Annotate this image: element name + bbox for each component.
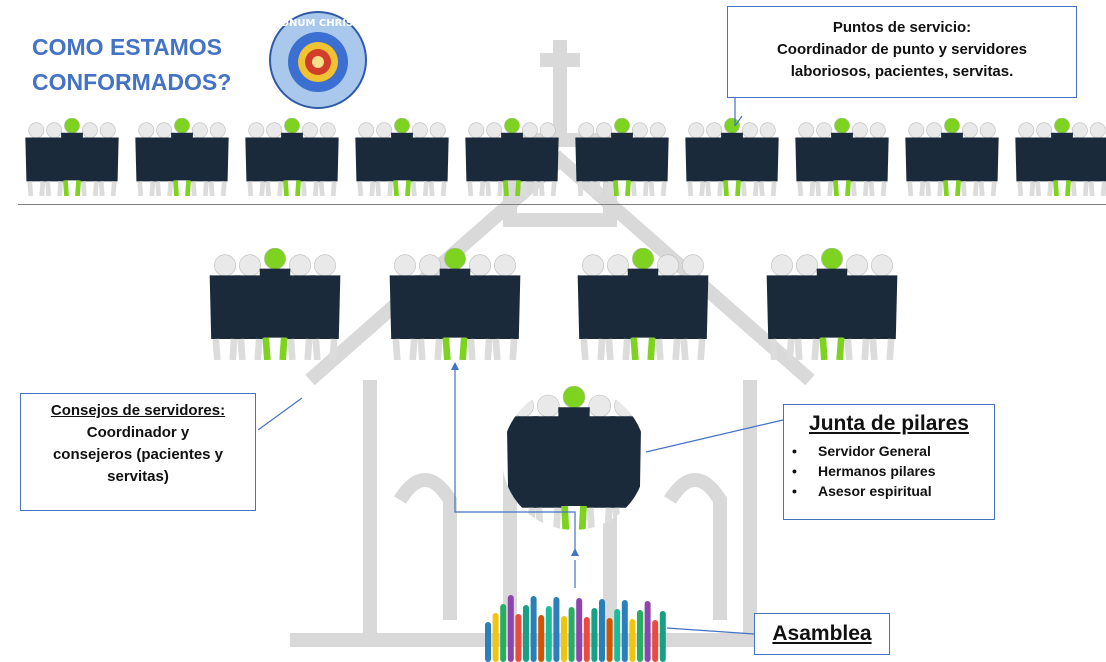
consejo-group — [577, 248, 709, 360]
punto-servicio-group — [25, 118, 119, 196]
punto-servicio-group — [575, 118, 669, 196]
consejos-line-3: servitas) — [107, 468, 169, 485]
puntos-line-2: Coordinador de punto y servidores — [776, 41, 1028, 58]
punto-servicio-group — [795, 118, 889, 196]
puntos-callout: Puntos de servicio: Coordinador de punto… — [727, 6, 1077, 98]
punto-servicio-group — [355, 118, 449, 196]
logo-text: DONUM CHRISTI — [272, 18, 364, 29]
puntos-line-3: laboriosos, pacientes, servitas. — [790, 63, 1014, 80]
consejo-group — [389, 248, 521, 360]
puntos-line-1: Puntos de servicio: — [832, 19, 972, 36]
junta-title: Junta de pilares — [809, 412, 969, 435]
punto-servicio-group — [135, 118, 229, 196]
junta-list: Servidor General Hermanos pilares Asesor… — [784, 441, 994, 501]
puntos-servicio-strip — [18, 112, 1106, 205]
punto-servicio-group — [245, 118, 339, 196]
punto-servicio-group — [905, 118, 999, 196]
junta-item: Servidor General — [792, 441, 994, 461]
junta-item: Asesor espiritual — [792, 481, 994, 501]
punto-servicio-group — [1015, 118, 1106, 196]
asamblea-callout: Asamblea — [754, 613, 890, 655]
junta-item: Hermanos pilares — [792, 461, 994, 481]
asamblea-label: Asamblea — [772, 622, 872, 645]
consejo-group — [209, 248, 341, 360]
junta-callout: Junta de pilares Servidor General Herman… — [783, 404, 995, 520]
page-title: COMO ESTAMOS CONFORMADOS? — [32, 30, 231, 100]
punto-servicio-group — [465, 118, 559, 196]
consejos-callout: Consejos de servidores: Coordinador y co… — [20, 393, 256, 511]
title-line-1: COMO ESTAMOS — [32, 34, 222, 60]
donum-christi-logo: DONUM CHRISTI — [269, 11, 367, 109]
raised-hands-image — [485, 595, 666, 662]
consejo-group — [766, 248, 898, 360]
consejos-heading: Consejos de servidores: — [50, 402, 226, 419]
punto-servicio-group — [685, 118, 779, 196]
title-line-2: CONFORMADOS? — [32, 69, 232, 95]
consejos-line-2: consejeros (pacientes y — [52, 446, 224, 463]
consejos-line-1: Coordinador y — [86, 424, 190, 441]
